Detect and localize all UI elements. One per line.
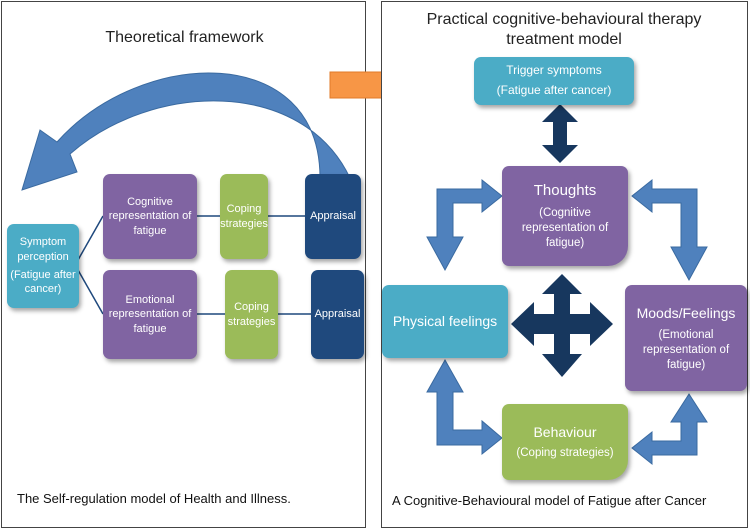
cbt-arrows — [426, 104, 708, 466]
left-panel-title: Theoretical framework — [105, 29, 264, 46]
connector-symptom-emotional — [77, 269, 104, 315]
right-panel-title: Practical cognitive-behavioural therapy … — [426, 11, 702, 48]
physical-feelings-box: Physical feelings — [382, 285, 508, 358]
trigger-symptoms-sub: (Fatigue after cancer) — [496, 83, 612, 97]
thoughts-title: Thoughts — [533, 181, 597, 199]
moods-feelings-box: Moods/Feelings (Emotional representation… — [625, 285, 747, 391]
cbt-model-panel: Practical cognitive-behavioural therapy … — [381, 1, 748, 528]
appraisal-bottom-label: Appraisal — [314, 308, 361, 321]
thoughts-physical-arrow — [426, 178, 503, 272]
symptom-perception-sub: (Fatigue after cancer) — [10, 269, 76, 296]
thoughts-moods-arrow — [631, 178, 708, 282]
trigger-symptoms-box: Trigger symptoms (Fatigue after cancer) — [474, 57, 634, 105]
left-caption: The Self-regulation model of Health and … — [17, 491, 291, 506]
appraisal-top-label: Appraisal — [310, 210, 356, 223]
physical-feelings-title: Physical feelings — [392, 313, 498, 330]
symptom-perception-box: Symptom perception (Fatigue after cancer… — [7, 224, 79, 308]
emotional-representation-box: Emotional representation of fatigue — [103, 270, 197, 359]
behaviour-title: Behaviour — [533, 424, 597, 441]
thoughts-box: Thoughts (Cognitive representation of fa… — [502, 166, 628, 266]
feedback-curved-arrow — [21, 72, 351, 191]
moods-behaviour-arrow — [631, 393, 708, 466]
trigger-symptoms-title: Trigger symptoms — [506, 63, 602, 78]
appraisal-bottom-box: Appraisal — [311, 270, 364, 359]
thoughts-sub: (Cognitive representation of fatigue) — [521, 207, 609, 250]
coping-strategies-bottom-label: Coping strategies — [227, 301, 276, 328]
moods-feelings-sub: (Emotional representation of fatigue) — [642, 328, 730, 371]
moods-feelings-title: Moods/Feelings — [636, 304, 736, 321]
behaviour-sub: (Coping strategies) — [516, 446, 614, 459]
coping-strategies-top-box: Coping strategies — [220, 174, 268, 259]
coping-strategies-top-label: Coping strategies — [220, 203, 268, 230]
connector-symptom-cognitive — [77, 215, 104, 261]
symptom-perception-label: Symptom perception — [17, 236, 69, 263]
self-regulation-panel: Theoretical framework Symptom perception… — [1, 1, 366, 528]
emotional-representation-label: Emotional representation of fatigue — [108, 294, 192, 335]
cognitive-representation-label: Cognitive representation of fatigue — [108, 196, 192, 237]
trigger-thoughts-arrow — [542, 104, 578, 163]
central-four-way-arrow — [511, 274, 613, 377]
appraisal-top-box: Appraisal — [305, 174, 361, 259]
cognitive-representation-box: Cognitive representation of fatigue — [103, 174, 197, 259]
physical-behaviour-arrow — [426, 358, 503, 456]
coping-strategies-bottom-box: Coping strategies — [225, 270, 278, 359]
left-connectors — [21, 72, 351, 315]
behaviour-box: Behaviour (Coping strategies) — [502, 404, 628, 480]
right-caption: A Cognitive-Behavioural model of Fatigue… — [392, 493, 707, 508]
